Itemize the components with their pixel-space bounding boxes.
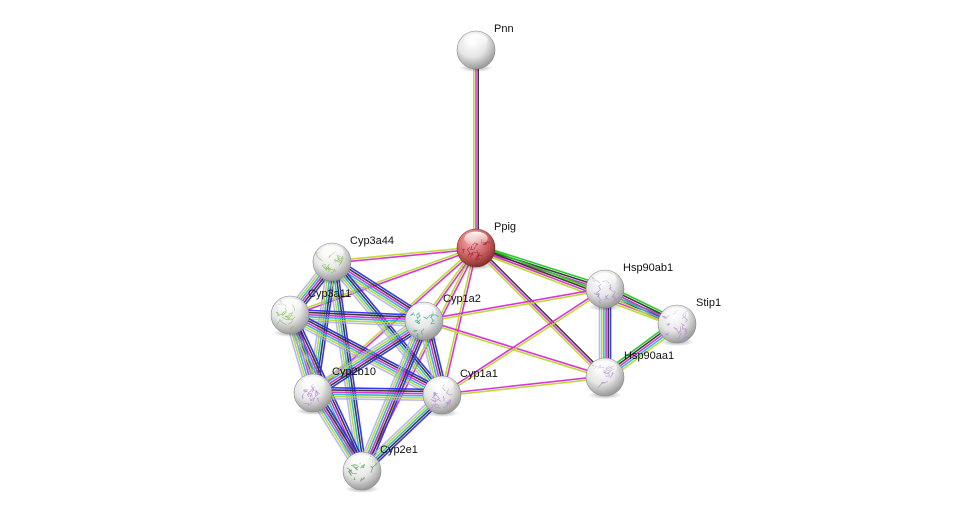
edge-channel-textmining	[440, 247, 476, 395]
edge-channel-homology	[312, 397, 442, 402]
edge-channel-homology	[289, 319, 424, 328]
edge-cyp3a11-cyp1a2[interactable]	[289, 308, 425, 328]
node-hsp90ab1[interactable]: Hsp90ab1	[585, 262, 673, 311]
edge-channel-cooccurrence	[313, 386, 443, 391]
edges-layer	[283, 50, 681, 475]
edge-channel-textmining	[310, 317, 423, 391]
edge-channel-databases	[312, 393, 442, 397]
edge-channel-homology	[309, 315, 422, 390]
edge-cyp1a1-hsp90aa1[interactable]	[441, 375, 606, 397]
node-highlight	[430, 378, 454, 393]
edge-channel-textmining	[289, 317, 424, 326]
edge-cyp1a2-cyp2b10[interactable]	[309, 315, 428, 399]
edge-channel-experiments	[424, 319, 606, 377]
edge-channel-experiments	[290, 313, 425, 321]
node-stip1[interactable]: Stip1	[657, 297, 721, 346]
node-label: Cyp1a2	[443, 293, 481, 305]
node-cyp3a11[interactable]: Cyp3a11	[270, 288, 351, 337]
edge-channel-experiments	[313, 391, 443, 395]
edge-channel-experiments	[313, 321, 426, 395]
node-cyp2b10[interactable]: Cyp2b10	[293, 366, 376, 415]
edge-channel-experiments	[423, 287, 605, 321]
edge-cyp3a44-cyp1a1[interactable]	[327, 258, 447, 399]
edge-channel-experiments	[332, 248, 477, 264]
edge-channel-cooccurrence	[290, 308, 425, 317]
node-highlight	[350, 454, 374, 469]
edge-channel-databases	[331, 261, 443, 396]
edge-channel-experiments	[475, 247, 606, 378]
edge-channel-textmining	[312, 395, 442, 400]
node-label: Stip1	[696, 297, 721, 309]
edge-channel-textmining	[329, 262, 441, 397]
edge-channel-homology	[327, 264, 440, 399]
edge-channel-experiments	[362, 248, 478, 472]
edge-channel-textmining	[442, 377, 606, 397]
edge-channel-textmining	[442, 289, 607, 397]
node-cyp2e1[interactable]: Cyp2e1	[342, 444, 418, 493]
edge-channel-textmining	[329, 262, 361, 472]
edge-channel-neighborhood	[476, 244, 607, 287]
node-cyp1a2[interactable]: Cyp1a2	[404, 293, 481, 343]
node-label: Hsp90ab1	[623, 262, 673, 274]
edge-ppig-cyp3a44[interactable]	[331, 246, 477, 264]
node-hsp90aa1[interactable]: Hsp90aa1	[585, 350, 674, 399]
node-highlight	[665, 307, 689, 322]
node-highlight	[412, 304, 436, 319]
node-label: Pnn	[494, 23, 514, 35]
edge-channel-coexpression	[290, 310, 425, 319]
node-highlight	[593, 272, 617, 287]
node-label: Cyp3a44	[350, 235, 394, 247]
edge-ppig-hsp90aa1[interactable]	[473, 245, 608, 380]
edge-ppig-cyp1a1[interactable]	[440, 247, 478, 396]
node-cyp1a1[interactable]: Cyp1a1	[422, 368, 498, 417]
edge-channel-textmining	[289, 246, 476, 315]
edge-channel-coexpression	[476, 245, 608, 377]
node-highlight	[593, 360, 617, 375]
edge-channel-databases	[311, 319, 424, 393]
node-label: Cyp2e1	[380, 444, 418, 456]
edge-channel-textmining	[424, 289, 606, 323]
edge-pnn-ppig[interactable]	[472, 50, 480, 248]
edge-channel-experiments	[442, 248, 478, 396]
edge-channel-coexpression	[314, 323, 427, 397]
edge-channel-textmining	[474, 250, 677, 328]
node-highlight	[278, 298, 302, 313]
edge-channel-databases	[289, 315, 424, 323]
edge-channel-textmining	[331, 246, 476, 262]
node-label: Cyp2b10	[332, 366, 376, 378]
node-highlight	[301, 376, 325, 391]
edge-channel-textmining	[473, 248, 605, 380]
edge-cyp1a1-hsp90ab1[interactable]	[440, 287, 607, 397]
edge-channel-experiments	[441, 375, 605, 395]
edge-channel-coexpression	[291, 311, 444, 393]
edge-channel-experiments	[440, 287, 605, 395]
edge-channel-coexpression	[476, 246, 606, 289]
edge-cyp2b10-cyp1a1[interactable]	[312, 386, 443, 402]
edge-channel-textmining	[311, 246, 476, 393]
node-label: Cyp1a1	[460, 368, 498, 380]
node-highlight	[464, 231, 488, 246]
edge-channel-homology	[356, 318, 420, 470]
node-label: Hsp90aa1	[624, 350, 674, 362]
edge-channel-experiments	[362, 321, 426, 472]
node-cyp3a44[interactable]: Cyp3a44	[312, 235, 394, 284]
edge-channel-coexpression	[333, 260, 445, 395]
node-label: Ppig	[494, 221, 516, 233]
edge-channel-coexpression	[313, 388, 443, 393]
node-ppig[interactable]: Ppig	[456, 221, 516, 270]
node-highlight	[320, 245, 344, 260]
node-label: Cyp3a11	[308, 288, 351, 300]
edge-cyp1a2-hsp90ab1[interactable]	[423, 287, 606, 323]
node-highlight	[464, 33, 488, 48]
node-pnn[interactable]: Pnn	[456, 23, 514, 72]
